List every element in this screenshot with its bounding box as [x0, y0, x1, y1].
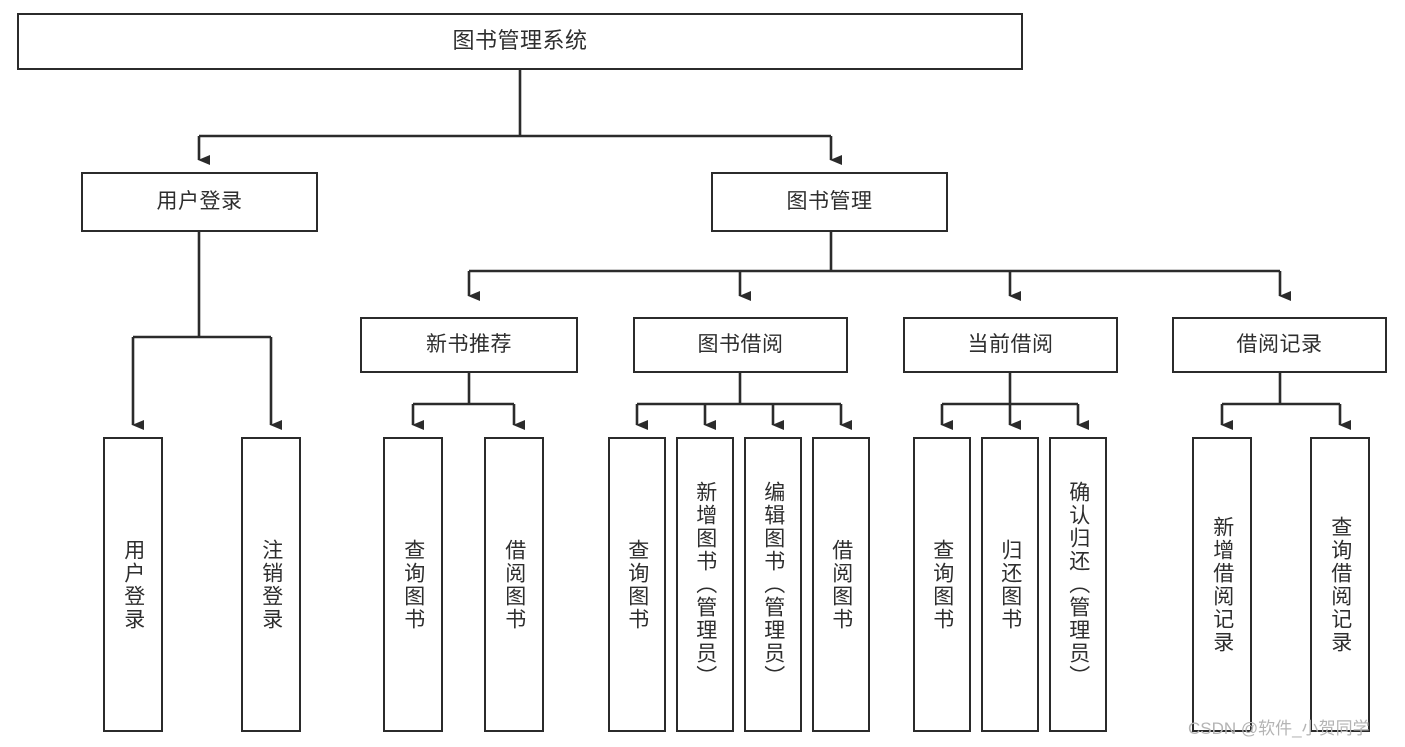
node-label: 用户登录	[156, 190, 243, 214]
node-label: 查询图书	[625, 538, 649, 631]
node-user-login[interactable]: 用户登录	[81, 172, 318, 232]
leaf-new-book-borrow[interactable]: 借阅图书	[484, 437, 544, 732]
node-borrow-record[interactable]: 借阅记录	[1172, 317, 1387, 373]
leaf-current-borrow-confirm-return[interactable]: 确认归还（管理员）	[1049, 437, 1107, 732]
leaf-current-borrow-return[interactable]: 归还图书	[981, 437, 1039, 732]
node-label: 查询借阅记录	[1328, 515, 1352, 654]
node-label: 新书推荐	[426, 333, 512, 357]
leaf-user-login-signin[interactable]: 用户登录	[103, 437, 163, 732]
leaf-borrow-record-query[interactable]: 查询借阅记录	[1310, 437, 1370, 732]
leaf-book-borrow-edit[interactable]: 编辑图书（管理员）	[744, 437, 802, 732]
leaf-new-book-query[interactable]: 查询图书	[383, 437, 443, 732]
node-label: 归还图书	[998, 538, 1022, 631]
leaf-book-borrow-add[interactable]: 新增图书（管理员）	[676, 437, 734, 732]
node-label: 借阅记录	[1236, 333, 1323, 357]
node-label: 新增借阅记录	[1210, 515, 1234, 654]
node-label: 图书管理系统	[452, 28, 588, 54]
node-book-management[interactable]: 图书管理	[711, 172, 948, 232]
node-label: 借阅图书	[502, 538, 526, 631]
leaf-borrow-record-add[interactable]: 新增借阅记录	[1192, 437, 1252, 732]
node-label: 编辑图书（管理员）	[761, 481, 785, 688]
leaf-user-login-signout[interactable]: 注销登录	[241, 437, 301, 732]
node-label: 图书管理	[786, 190, 873, 214]
node-book-borrow[interactable]: 图书借阅	[633, 317, 848, 373]
node-label: 借阅图书	[829, 538, 853, 631]
leaf-book-borrow-lend[interactable]: 借阅图书	[812, 437, 870, 732]
leaf-current-borrow-query[interactable]: 查询图书	[913, 437, 971, 732]
node-label: 确认归还（管理员）	[1066, 481, 1090, 688]
node-label: 用户登录	[121, 538, 145, 631]
node-current-borrow[interactable]: 当前借阅	[903, 317, 1118, 373]
node-label: 查询图书	[930, 538, 954, 631]
node-label: 图书借阅	[697, 333, 784, 357]
node-label: 查询图书	[401, 538, 425, 631]
node-label: 当前借阅	[967, 333, 1054, 357]
node-label: 新增图书（管理员）	[693, 481, 717, 688]
csdn-watermark: CSDN @软件_小贺同学	[1188, 719, 1370, 738]
leaf-book-borrow-query[interactable]: 查询图书	[608, 437, 666, 732]
node-label: 注销登录	[259, 538, 283, 631]
node-new-book-recommend[interactable]: 新书推荐	[360, 317, 578, 373]
node-root-library-system[interactable]: 图书管理系统	[17, 13, 1023, 70]
